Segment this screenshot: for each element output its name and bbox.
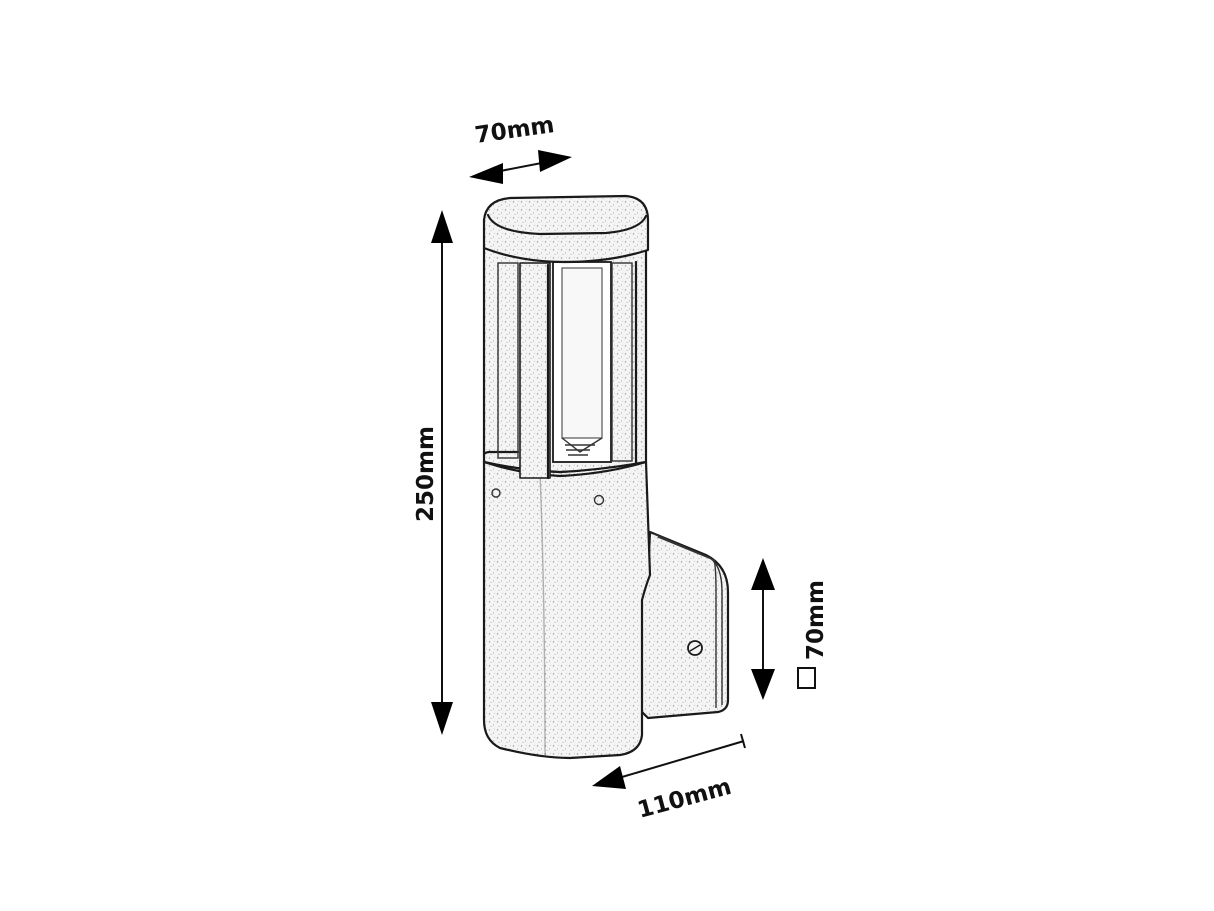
square-symbol-icon bbox=[797, 667, 816, 689]
label-depth: 110mm bbox=[635, 774, 734, 824]
label-height: 250mm bbox=[413, 426, 439, 522]
lower-housing bbox=[482, 460, 652, 760]
dimension-width-top: 70mm bbox=[469, 112, 572, 184]
lamp-illustration bbox=[482, 194, 730, 760]
top-cap bbox=[482, 194, 650, 264]
wall-mount-bracket bbox=[638, 530, 730, 720]
label-width-top: 70mm bbox=[473, 112, 556, 149]
lantern-section bbox=[482, 246, 648, 480]
screw-icon bbox=[491, 488, 501, 498]
screw-icon bbox=[593, 494, 605, 506]
dimension-mount-square: 70mm bbox=[751, 558, 829, 700]
label-mount-square: 70mm bbox=[803, 580, 829, 660]
dimension-height: 250mm bbox=[413, 210, 453, 735]
